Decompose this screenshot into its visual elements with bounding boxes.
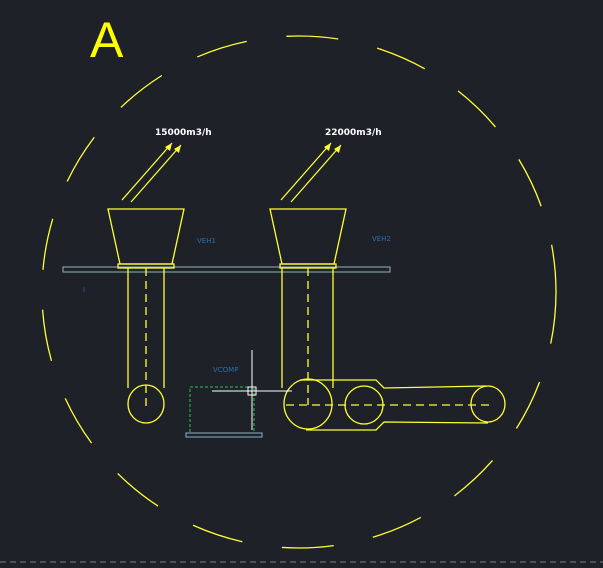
right-outlet-arrow [280, 142, 332, 201]
view-letter: A [90, 12, 124, 68]
left-hood-assembly [107, 142, 185, 424]
small-tag: I [83, 286, 85, 294]
right-hood [269, 208, 347, 265]
compressor-base [185, 432, 263, 438]
left-hood-flange [117, 263, 175, 269]
duct-elbow [283, 378, 333, 430]
platform-beam [62, 266, 391, 273]
detail-boundary-circle [41, 35, 557, 549]
left-flow-label: 15000m3/h [155, 128, 212, 138]
arrow-head-icon [324, 143, 331, 151]
compressor-tag: VCOMP [213, 366, 238, 374]
compressor-selection-box[interactable] [189, 386, 255, 434]
crosshair-cursor-icon [212, 350, 292, 430]
left-hood [107, 208, 185, 265]
left-outlet-arrow [121, 142, 173, 201]
horizontal-duct-run [283, 378, 506, 431]
arrow-head-icon [334, 145, 341, 153]
right-hood-tag: VEH2 [372, 235, 391, 243]
left-duct-elbow [127, 384, 165, 424]
horizontal-duct-wall [306, 421, 489, 431]
duct-end-circle [470, 385, 506, 423]
arrow-head-icon [165, 143, 172, 151]
horizontal-duct-wall [300, 379, 487, 389]
right-hood-assembly [269, 142, 347, 405]
left-hood-tag: VEH1 [197, 237, 216, 245]
right-outlet-arrow [290, 144, 342, 203]
right-hood-flange [279, 263, 337, 269]
left-outlet-arrow [130, 144, 182, 203]
arrow-head-icon [174, 145, 181, 153]
right-flow-label: 22000m3/h [325, 128, 382, 138]
